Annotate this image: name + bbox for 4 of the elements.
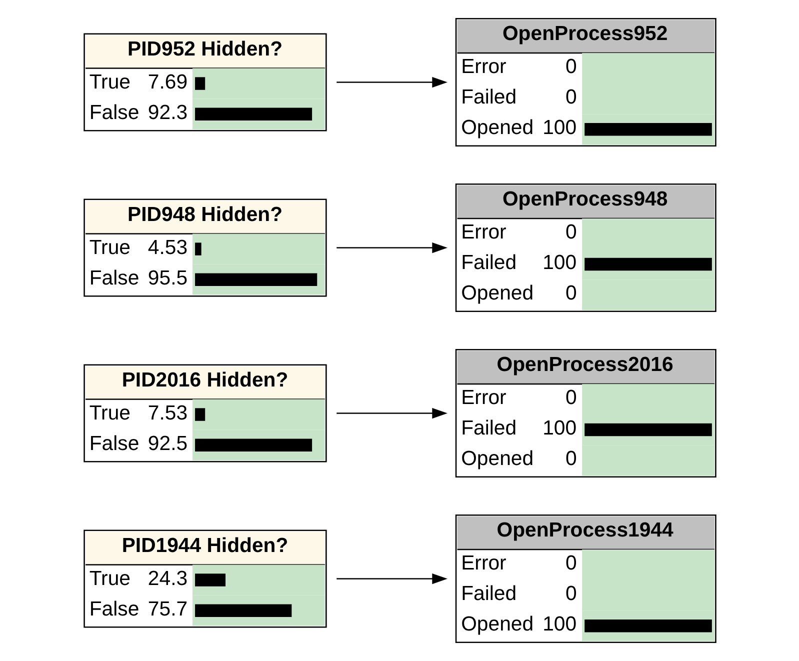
arrow <box>336 573 447 584</box>
arrow <box>336 242 447 254</box>
arrow <box>336 408 447 419</box>
arrow <box>336 76 447 88</box>
